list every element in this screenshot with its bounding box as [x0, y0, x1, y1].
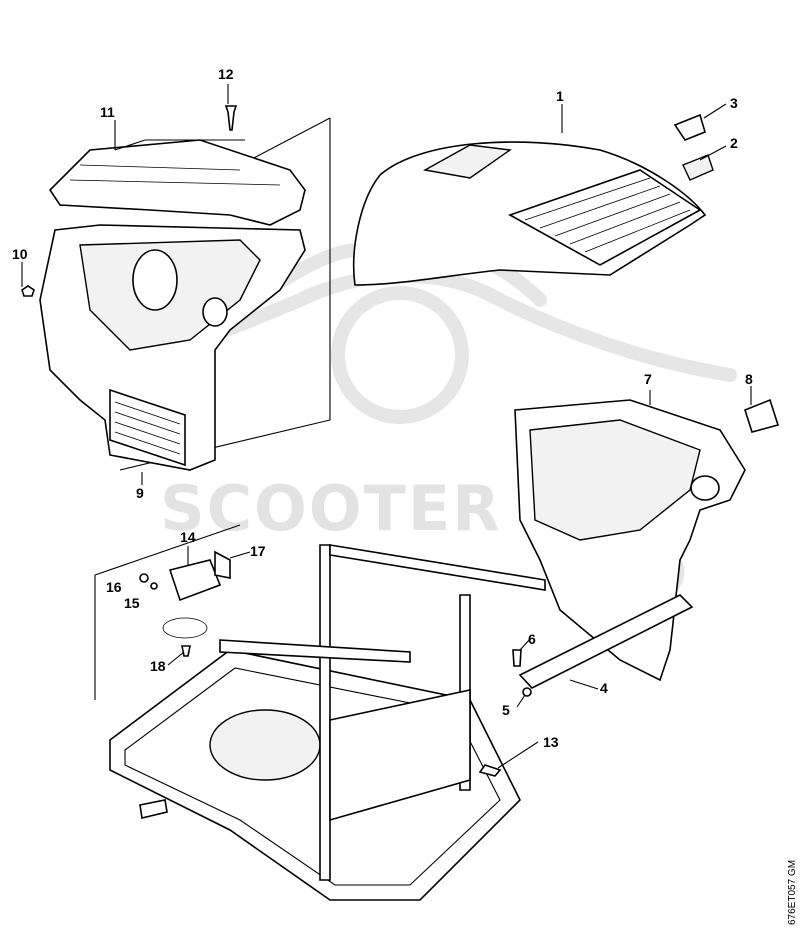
- top-cover-assembly: [352, 113, 714, 286]
- filter-cup: [132, 249, 178, 311]
- leader-lines: [21, 84, 752, 769]
- screw-part-12: [224, 105, 238, 131]
- callout-16: 16: [106, 579, 122, 595]
- frame-left-bottom: [94, 524, 241, 700]
- clip-part-17: [214, 550, 231, 579]
- callout-3: 3: [730, 95, 738, 111]
- callout-7: 7: [644, 371, 652, 387]
- callout-5: 5: [502, 702, 510, 718]
- drawing-code: 676ET057 GM: [787, 860, 798, 925]
- top-cover-louvers: [508, 169, 702, 266]
- callout-1: 1: [556, 88, 564, 104]
- callout-6: 6: [528, 631, 536, 647]
- callout-2: 2: [730, 135, 738, 151]
- upper-cover-ridges: [69, 164, 281, 186]
- frame-mid-rail: [219, 639, 411, 663]
- callout-13: 13: [543, 734, 559, 750]
- bolt-part-13: [478, 764, 502, 777]
- watermark-brand: SCOOTER: [160, 472, 502, 545]
- nut-part-10: [21, 285, 35, 297]
- callouts: 1 2 3 4 5 6 7 8 9 10 11 12 13 14 15 16 1…: [12, 66, 753, 750]
- frame-left-top-edge: [249, 117, 331, 161]
- callout-4: 4: [600, 680, 608, 696]
- bolt-part-6: [512, 649, 522, 667]
- callout-15: 15: [124, 595, 140, 611]
- callout-12: 12: [218, 66, 234, 82]
- coil-assembly: [139, 550, 231, 657]
- chassis-frame: [109, 544, 546, 901]
- side-cover-panel: [529, 419, 701, 541]
- screw-part-18: [181, 645, 191, 657]
- callout-14: 14: [180, 529, 196, 545]
- callout-8: 8: [745, 371, 753, 387]
- frame-top-rail: [329, 544, 546, 591]
- nut-part-5: [522, 687, 532, 697]
- washer-part-15: [150, 582, 158, 590]
- nut-part-16: [139, 573, 149, 583]
- coil-part-14: [168, 559, 222, 602]
- frame-stub: [139, 799, 168, 819]
- left-housing-assembly: [21, 105, 306, 471]
- cable-loop: [162, 617, 208, 639]
- side-cover-knob: [690, 475, 720, 501]
- handle-bar-part-4: [518, 594, 694, 689]
- callout-9: 9: [136, 485, 144, 501]
- plug-part-3: [673, 113, 706, 141]
- callout-18: 18: [150, 658, 166, 674]
- base-opening: [209, 709, 321, 781]
- top-cover-handle-recess: [422, 144, 512, 179]
- callout-11: 11: [100, 104, 115, 120]
- side-cover-assembly: [512, 398, 780, 697]
- frame-post-left: [319, 544, 331, 881]
- frame-panel: [329, 689, 471, 822]
- vent-grille: [109, 388, 186, 467]
- knob: [202, 297, 228, 327]
- callout-17: 17: [250, 543, 266, 559]
- latch-part-8: [744, 398, 780, 433]
- sleeve-part-2: [682, 154, 714, 181]
- callout-10: 10: [12, 246, 28, 262]
- base-frame-inner: [124, 667, 501, 886]
